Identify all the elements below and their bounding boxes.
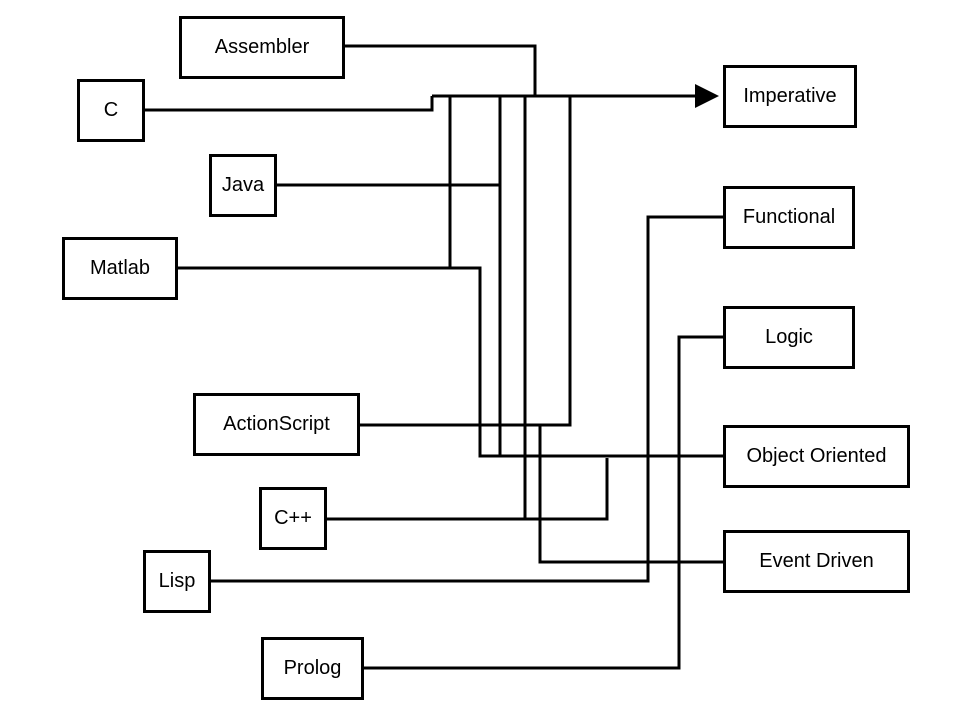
imperative-node: Imperative bbox=[723, 65, 857, 128]
object-oriented-node: Object Oriented bbox=[723, 425, 910, 488]
actionscript-to-imperative-connector bbox=[360, 96, 572, 427]
assembler-to-imperative-connector bbox=[345, 44, 537, 96]
matlab-to-object-oriented-connector bbox=[178, 266, 723, 458]
functional-label: Functional bbox=[742, 206, 836, 228]
prolog-label: Prolog bbox=[283, 657, 342, 679]
prolog-node: Prolog bbox=[261, 637, 364, 700]
matlab-node: Matlab bbox=[62, 237, 178, 300]
lisp-node: Lisp bbox=[143, 550, 211, 613]
java-label: Java bbox=[221, 174, 265, 196]
cpp-label: C++ bbox=[274, 507, 312, 529]
event-driven-node: Event Driven bbox=[723, 530, 910, 593]
object-oriented-label: Object Oriented bbox=[746, 445, 887, 467]
event-driven-label: Event Driven bbox=[759, 550, 874, 572]
imperative-label: Imperative bbox=[743, 85, 837, 107]
prolog-to-logic-connector bbox=[364, 335, 723, 670]
actionscript-to-event-driven-connector bbox=[538, 425, 723, 564]
lisp-to-functional-connector bbox=[211, 215, 723, 583]
c-label: C bbox=[103, 99, 119, 121]
c-to-imperative-connector bbox=[145, 96, 434, 112]
actionscript-label: ActionScript bbox=[223, 413, 330, 435]
cpp-to-object-oriented-connector bbox=[525, 458, 609, 521]
cpp-node: C++ bbox=[259, 487, 327, 550]
lisp-label: Lisp bbox=[158, 570, 196, 592]
actionscript-node: ActionScript bbox=[193, 393, 360, 456]
functional-node: Functional bbox=[723, 186, 855, 249]
logic-label: Logic bbox=[765, 326, 813, 348]
matlab-label: Matlab bbox=[89, 257, 151, 279]
java-node: Java bbox=[209, 154, 277, 217]
c-node: C bbox=[77, 79, 145, 142]
assembler-label: Assembler bbox=[214, 36, 310, 58]
assembler-node: Assembler bbox=[179, 16, 345, 79]
logic-node: Logic bbox=[723, 306, 855, 369]
